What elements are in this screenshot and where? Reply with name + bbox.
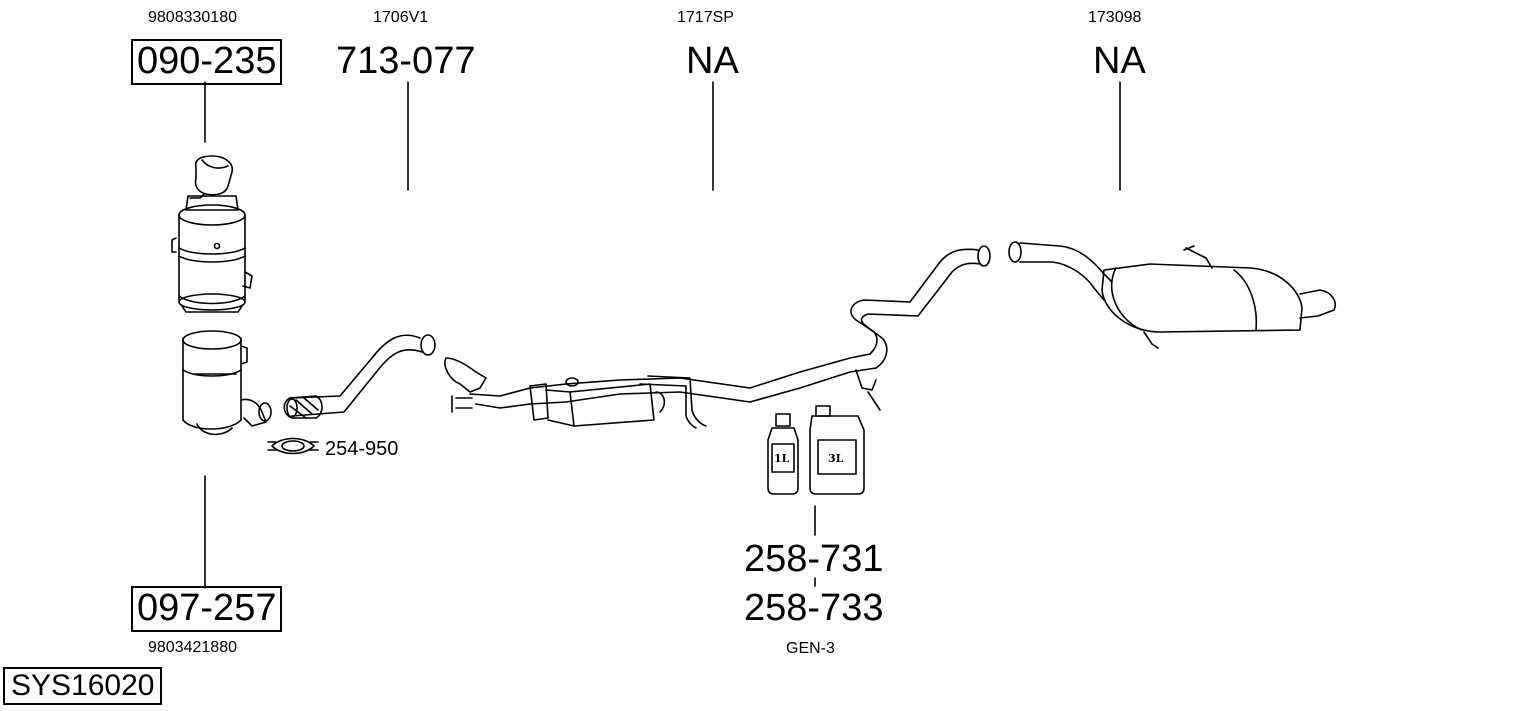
additive-number-b[interactable]: 258-733 [744, 587, 884, 629]
catalytic-converter-drawing [182, 330, 272, 436]
front-pipe-drawing [283, 334, 436, 419]
part-3-number[interactable]: NA [686, 40, 739, 82]
part-4-oe-number: 173098 [1088, 9, 1142, 26]
additive-number-a[interactable]: 258-731 [744, 538, 884, 580]
system-code: SYS16020 [3, 667, 163, 705]
part-5-oe-number: 9803421880 [148, 639, 237, 656]
part-2-number[interactable]: 713-077 [336, 40, 476, 82]
small-bottle-label: 1L [774, 452, 790, 465]
part-5-number[interactable]: 097-257 [131, 586, 283, 632]
leader-lines [204, 81, 1121, 589]
diesel-particulate-filter-drawing [171, 155, 253, 313]
clamp-number[interactable]: 254-950 [325, 438, 399, 460]
clamp-drawing [267, 437, 319, 455]
part-2-oe-number: 1706V1 [373, 9, 429, 26]
middle-pipe-drawing [444, 245, 991, 429]
part-3-oe-number: 1717SP [677, 9, 734, 26]
additive-oe-number: GEN-3 [786, 640, 835, 657]
part-1-oe-number: 9808330180 [148, 9, 237, 26]
part-4-number[interactable]: NA [1093, 40, 1146, 82]
additive-bottles-drawing [767, 405, 865, 495]
large-bottle-label: 3L [828, 452, 844, 465]
part-1-number[interactable]: 090-235 [131, 39, 283, 85]
rear-silencer-drawing [1008, 241, 1336, 349]
